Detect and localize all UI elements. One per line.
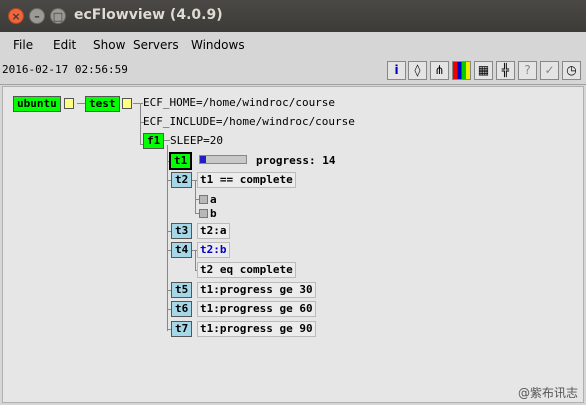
progress-label: progress: 14 [256, 154, 336, 167]
family-node[interactable]: f1 [143, 133, 165, 149]
window-title: ecFlowview (4.0.9) [74, 7, 223, 23]
variable-sleep: SLEEP=20 [170, 134, 223, 147]
progress-meter [199, 155, 247, 164]
watermark: @紫布讯志 [517, 386, 578, 400]
help-icon[interactable]: ? [518, 61, 537, 80]
toolbar: 2016-02-17 02:56:59 i ◊ ⋔ ▦ ╬ ? ✓ ◷ [0, 58, 586, 85]
note-icon[interactable] [64, 98, 74, 109]
task-t6[interactable]: t6 [171, 301, 193, 317]
timestamp: 2016-02-17 02:56:59 [2, 63, 128, 76]
task-t5[interactable]: t5 [171, 282, 193, 298]
trigger-t3: t2:a [197, 223, 230, 239]
maximize-icon[interactable]: □ [50, 8, 66, 24]
check-icon[interactable]: ✓ [540, 61, 559, 80]
variable-ecf-home: ECF_HOME=/home/windroc/course [143, 96, 336, 109]
tree-icon[interactable]: ⋔ [430, 61, 449, 80]
menu-servers[interactable]: Servers [133, 38, 179, 52]
mark-icon[interactable]: ◊ [408, 61, 427, 80]
task-t3[interactable]: t3 [171, 223, 193, 239]
minimize-icon[interactable]: – [29, 8, 45, 24]
task-t2[interactable]: t2 [171, 172, 193, 188]
trigger-t5: t1:progress ge 30 [197, 282, 316, 298]
close-icon[interactable]: × [8, 8, 24, 24]
menu-bar: File Edit Show Servers Windows [0, 32, 586, 58]
trigger-t6: t1:progress ge 60 [197, 301, 316, 317]
note-icon[interactable] [122, 98, 132, 109]
menu-windows[interactable]: Windows [191, 38, 245, 52]
film-icon[interactable]: ▦ [474, 61, 493, 80]
tree-canvas: ubuntu test ECF_HOME=/home/windroc/cours… [2, 86, 584, 403]
complete-t4: t2 eq complete [197, 262, 296, 278]
title-bar: × – □ ecFlowview (4.0.9) [0, 0, 586, 32]
event-a: a [210, 193, 217, 206]
server-node[interactable]: ubuntu [13, 96, 61, 112]
trigger-t4: t2:b [197, 242, 230, 258]
event-b: b [210, 207, 217, 220]
menu-show[interactable]: Show [93, 38, 126, 52]
clock-icon[interactable]: ◷ [562, 61, 581, 80]
trigger-t7: t1:progress ge 90 [197, 321, 316, 337]
dependency-icon[interactable]: ╬ [496, 61, 515, 80]
trigger-t2: t1 == complete [197, 172, 296, 188]
event-icon [199, 209, 208, 218]
suite-node[interactable]: test [85, 96, 120, 112]
variable-ecf-include: ECF_INCLUDE=/home/windroc/course [143, 115, 355, 128]
menu-edit[interactable]: Edit [53, 38, 77, 52]
task-t1[interactable]: t1 [169, 152, 193, 170]
color-grid-icon[interactable] [452, 61, 471, 80]
menu-file[interactable]: File [13, 38, 34, 52]
task-t7[interactable]: t7 [171, 321, 193, 337]
task-t4[interactable]: t4 [171, 242, 193, 258]
event-icon [199, 195, 208, 204]
info-icon[interactable]: i [387, 61, 406, 80]
